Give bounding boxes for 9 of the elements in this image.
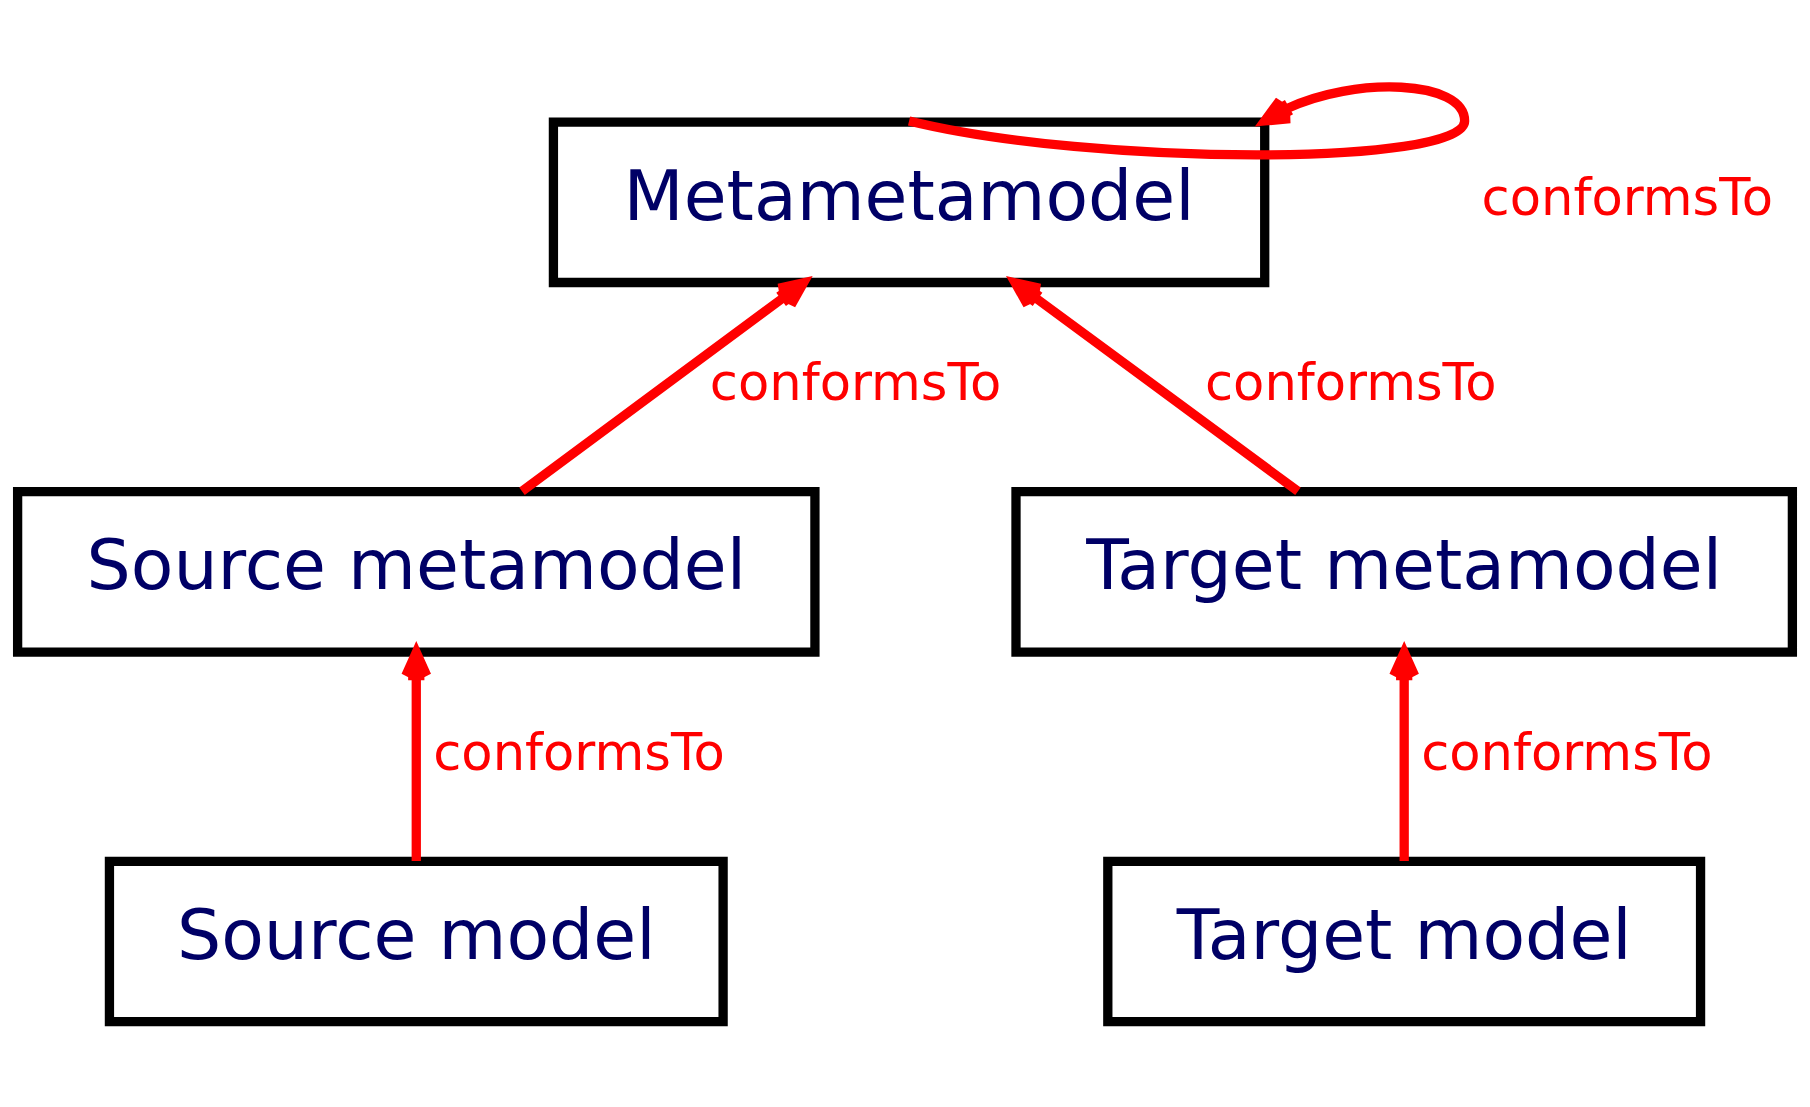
- node-box: Target metamodel: [1011, 486, 1798, 657]
- edge-label: conformsTo: [709, 352, 1002, 412]
- edge-label: conformsTo: [1481, 167, 1774, 227]
- node-box: Source model: [104, 856, 728, 1026]
- node-box: Source metamodel: [12, 486, 820, 657]
- edge-label: conformsTo: [1421, 722, 1713, 782]
- node-box: Target model: [1103, 856, 1706, 1026]
- edge-label: conformsTo: [433, 722, 725, 782]
- node-box: Metametamodel: [548, 116, 1270, 287]
